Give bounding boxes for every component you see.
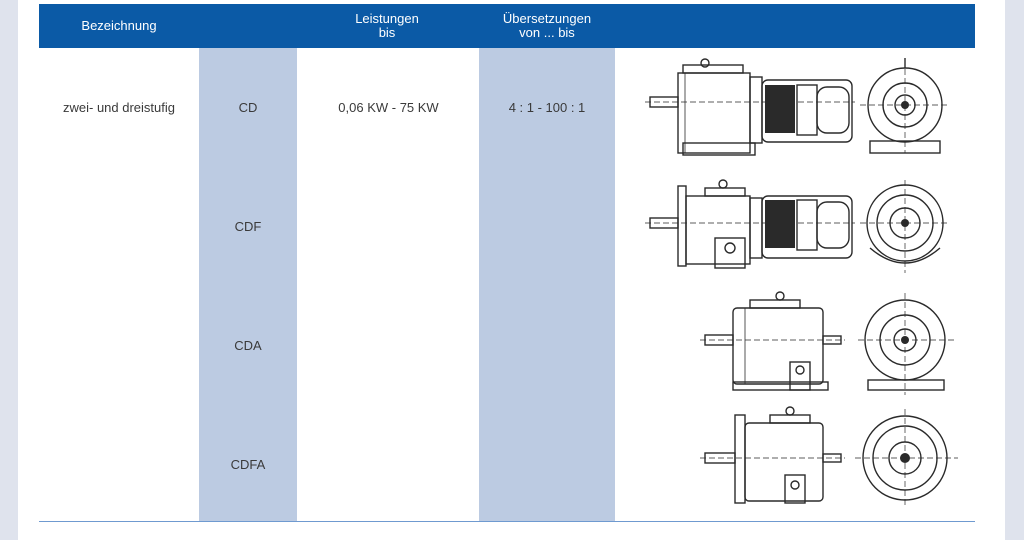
table-header: Bezeichnung Leistungen bis Übersetzungen… bbox=[39, 4, 975, 48]
type-column-background bbox=[199, 48, 297, 522]
header-bezeichnung: Bezeichnung bbox=[81, 18, 157, 33]
power-cell: 0,06 KW - 75 KW bbox=[338, 100, 439, 115]
header-leistungen: Leistungen bis bbox=[355, 11, 419, 40]
type-cdf: CDF bbox=[234, 219, 262, 234]
type-cd: CD bbox=[238, 100, 258, 115]
designation-cell: zwei- und dreistufig bbox=[63, 100, 175, 115]
gear-reducer-foot-mounted-icon bbox=[700, 291, 955, 395]
gear-motor-foot-mounted-icon bbox=[645, 58, 950, 156]
gear-reducer-flange-mounted-icon bbox=[700, 406, 958, 507]
type-cda: CDA bbox=[234, 338, 262, 353]
table-bottom-rule bbox=[39, 521, 975, 522]
type-cdfa: CDFA bbox=[230, 457, 266, 472]
header-uebersetzungen: Übersetzungen von ... bis bbox=[502, 11, 592, 40]
gear-motor-flange-mounted-icon bbox=[645, 179, 950, 273]
ratio-column-background bbox=[479, 48, 615, 522]
ratio-cell: 4 : 1 - 100 : 1 bbox=[508, 100, 586, 115]
